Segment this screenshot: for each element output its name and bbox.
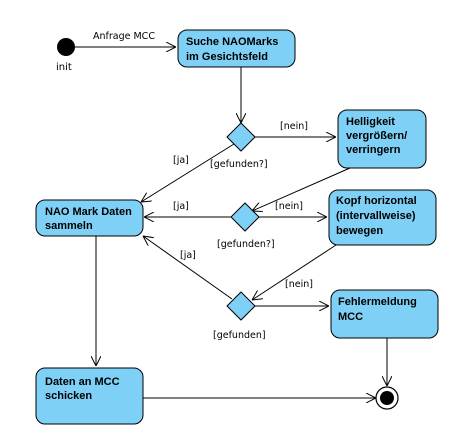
action-error-line2: MCC (338, 311, 363, 323)
decision2-label: [gefunden?] (217, 239, 275, 250)
action-brightness-line2: vergrößern/ (346, 130, 407, 142)
decision3-label: [gefunden] (213, 330, 266, 341)
edge-label-no1: [nein] (280, 121, 308, 132)
edge-decision1-to-collect (141, 143, 235, 202)
decision1-label: [gefunden?] (210, 159, 268, 170)
edge-label-yes1: [ja] (173, 155, 189, 166)
edge-brightness-to-decision2 (252, 167, 351, 211)
edge-label-no3: [nein] (285, 279, 313, 290)
action-move-head: Kopf horizontal (intervallweise) bewegen (328, 189, 437, 246)
action-collect-line2: sammeln (45, 220, 93, 232)
action-collect-line1: NAO Mark Daten (45, 206, 132, 218)
action-head-line1: Kopf horizontal (336, 195, 417, 207)
decision-node-3 (226, 291, 256, 321)
edge-decision3-to-collect (143, 236, 233, 300)
decision-node-2 (230, 202, 260, 232)
edge-head-to-decision3 (252, 244, 337, 300)
edge-label-yes2: [ja] (173, 201, 189, 212)
action-brightness-line3: verringern (346, 144, 401, 156)
action-brightness-line1: Helligkeit (346, 116, 395, 128)
action-search-line1: Suche NAOMarks (186, 36, 278, 48)
action-error-line1: Fehlermeldung (338, 296, 417, 308)
final-node (375, 386, 399, 410)
action-head-line3: bewegen (336, 225, 383, 237)
action-search-naomarks: Suche NAOMarks im Gesichtsfeld (177, 29, 296, 68)
edge-label-no2: [nein] (275, 201, 303, 212)
action-head-line2: (intervallweise) (336, 210, 416, 222)
action-send-line1: Daten an MCC (45, 376, 120, 388)
edge-label-yes3: [ja] (180, 250, 196, 261)
action-error-message: Fehlermeldung MCC (330, 289, 439, 339)
initial-node-label: init (56, 62, 72, 73)
action-brightness: Helligkeit vergrößern/ verringern (337, 109, 427, 169)
action-collect-data: NAO Mark Daten sammeln (35, 199, 144, 237)
action-send-line2: schicken (45, 390, 92, 402)
initial-node (57, 38, 75, 56)
action-search-line2: im Gesichtsfeld (186, 51, 268, 63)
action-send-data: Daten an MCC schicken (35, 367, 144, 425)
edge-label-request: Anfrage MCC (93, 31, 155, 42)
decision-node-1 (226, 122, 256, 152)
